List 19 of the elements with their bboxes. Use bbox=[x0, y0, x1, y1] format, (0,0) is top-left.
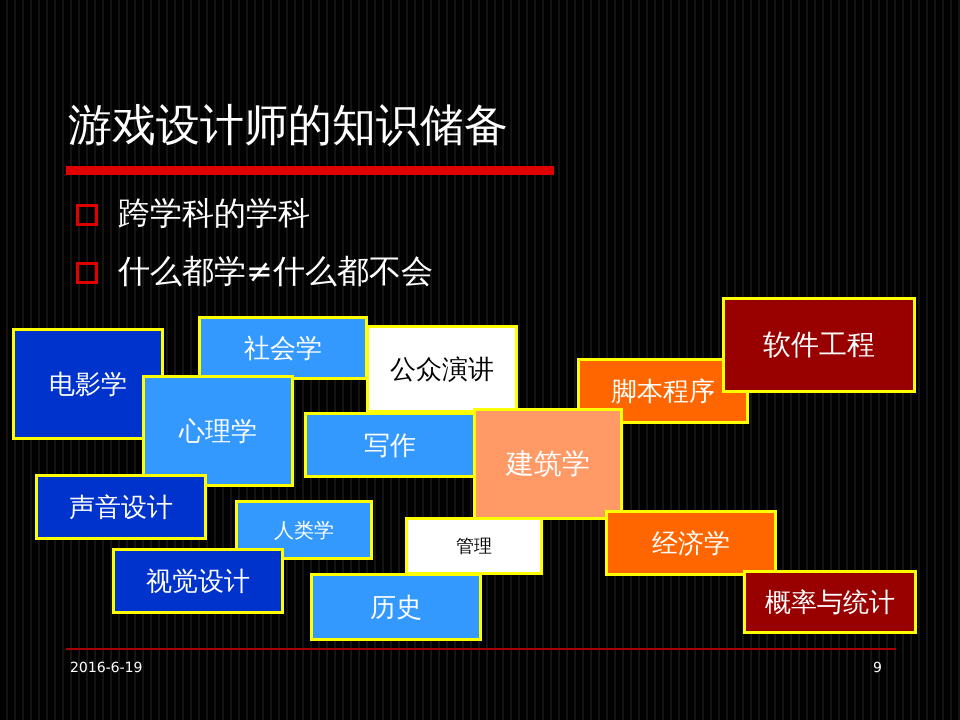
topic-box: 社会学 bbox=[198, 316, 368, 380]
topic-box: 心理学 bbox=[142, 375, 294, 487]
topic-box: 声音设计 bbox=[35, 474, 207, 540]
topic-box: 经济学 bbox=[605, 510, 777, 576]
topic-box: 写作 bbox=[304, 412, 476, 478]
topic-box: 管理 bbox=[405, 517, 543, 575]
slide-title: 游戏设计师的知识储备 bbox=[68, 99, 508, 153]
page-number: 9 bbox=[873, 660, 882, 676]
topic-box: 概率与统计 bbox=[743, 570, 917, 634]
topic-box: 电影学 bbox=[12, 328, 164, 440]
bullet-text: 跨学科的学科 bbox=[118, 193, 310, 234]
topic-box: 历史 bbox=[310, 573, 482, 641]
topic-box: 建筑学 bbox=[473, 408, 623, 520]
topic-box: 公众演讲 bbox=[366, 325, 518, 413]
topic-box: 软件工程 bbox=[722, 297, 916, 393]
date-text: 2016-6-19 bbox=[70, 660, 142, 676]
topic-box: 视觉设计 bbox=[112, 548, 284, 614]
topic-box: 人类学 bbox=[235, 500, 373, 560]
bullet-text: 什么都学≠什么都不会 bbox=[118, 251, 433, 292]
